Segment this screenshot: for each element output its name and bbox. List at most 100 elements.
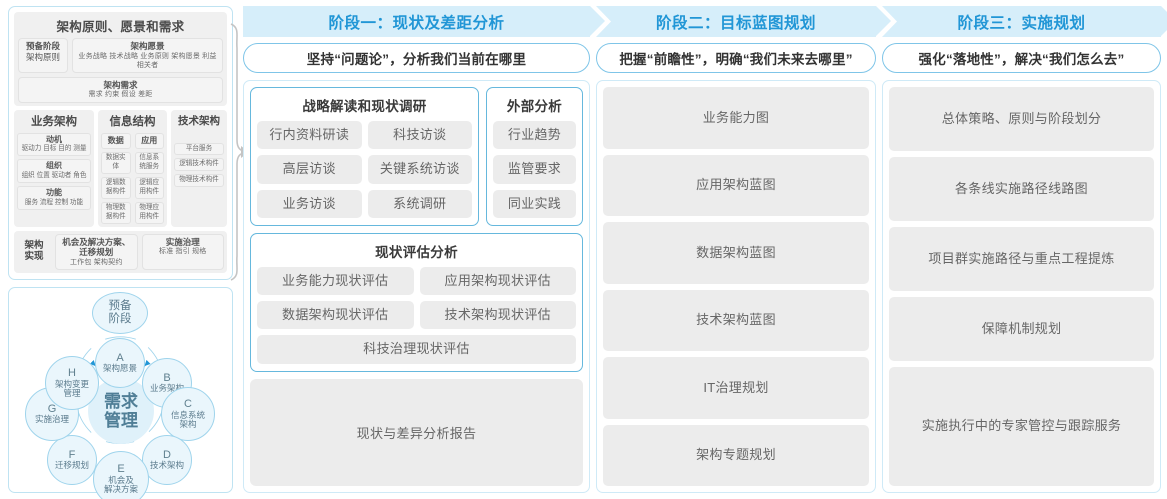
- list-item[interactable]: 科技访谈: [367, 121, 472, 150]
- organization-title: 组织: [46, 161, 62, 171]
- strategy-research-group: 战略解读和现状调研 行内资料研读 科技访谈 高层访谈 关键系统访谈 业务访谈 系…: [250, 87, 479, 226]
- implementation-governance-items: 标准 指引 规格: [159, 248, 207, 256]
- function-items: 服务 流程 控制 功能: [24, 198, 84, 206]
- adm-node-g-letter: G: [47, 403, 57, 416]
- adm-node-h-label1: 架构变更: [54, 378, 89, 389]
- phase-2-header: 阶段二：目标蓝图规划: [596, 6, 891, 37]
- motivation-items: 驱动力 目标 目的 测量: [21, 145, 87, 153]
- platform-service-chip: 平台服务: [174, 142, 224, 156]
- application-label: 应用: [141, 135, 158, 145]
- adm-node-d-letter: D: [163, 449, 171, 462]
- information-structure-title: 信息结构: [109, 115, 156, 128]
- strategy-research-title: 战略解读和现状调研: [302, 99, 427, 114]
- list-item[interactable]: 数据架构现状评估: [257, 301, 414, 330]
- implementation-label-line1: 架构: [24, 239, 44, 251]
- physical-application-component-chip: 物理应用构件: [134, 201, 164, 224]
- left-column: 架构原则、愿景和需求 预备阶段 架构原则 架构愿景 业务战略 技术战略 业务原则…: [8, 6, 233, 499]
- list-item[interactable]: 行业趋势: [493, 121, 576, 150]
- adm-node-g-label: 实施治理: [34, 414, 69, 425]
- logical-technology-component-chip: 逻辑技术构件: [174, 158, 224, 172]
- phases-container: 阶段一：现状及差距分析 坚持“问题论”，分析我们当前在哪里 战略解读和现状调研 …: [243, 6, 1167, 493]
- phase-3-items: 总体策略、原则与阶段划分 各条线实施路径线路图 项目群实施路径与重点工程提炼 保…: [889, 87, 1154, 486]
- adm-cycle-panel: 预备 阶段 需求 管理 A 架构愿景 B 业务架构 C 信息系统: [8, 287, 233, 499]
- adm-node-f-letter: F: [68, 449, 76, 462]
- adm-node-e-letter: E: [117, 463, 125, 476]
- list-item[interactable]: IT治理规划: [603, 357, 869, 419]
- list-item[interactable]: 关键系统访谈: [367, 155, 472, 184]
- physical-technology-component-chip: 物理技术构件: [174, 174, 224, 188]
- motivation-card: 动机 驱动力 目标 目的 测量: [17, 132, 91, 157]
- list-item[interactable]: 系统调研: [367, 189, 472, 218]
- opportunities-migration-title: 机会及解决方案、迁移规划: [62, 236, 131, 258]
- phase-2: 阶段二：目标蓝图规划 把握“前瞻性”，明确“我们未来去哪里” 业务能力图 应用架…: [596, 6, 891, 493]
- adm-node-f: F 迁移规划: [47, 435, 97, 486]
- phase-3-subtitle: 强化“落地性”，解决“我们怎么去”: [882, 43, 1161, 73]
- list-item[interactable]: 数据架构蓝图: [603, 222, 869, 284]
- architecture-requirements-title: 架构需求: [103, 79, 138, 90]
- logical-application-component-chip: 逻辑应用构件: [134, 177, 164, 199]
- adm-node-a-letter: A: [116, 352, 124, 365]
- adm-node-d: D 技术架构: [142, 435, 192, 486]
- implementation-label-line2: 实现: [24, 250, 44, 262]
- architecture-requirements-card: 架构需求 需求 约束 假设 差距: [18, 76, 223, 103]
- adm-node-f-label: 迁移规划: [54, 460, 89, 471]
- data-entity-chip: 数据实体: [101, 152, 131, 175]
- list-item[interactable]: 技术架构蓝图: [603, 289, 869, 351]
- list-item[interactable]: 高层访谈: [257, 155, 362, 184]
- adm-node-prep: 预备 阶段: [92, 292, 148, 335]
- phase-3-header: 阶段三：实施规划: [882, 6, 1167, 37]
- list-item[interactable]: 业务能力现状评估: [257, 266, 414, 295]
- data-label: 数据: [107, 135, 124, 145]
- phase-3-title: 阶段三：实施规划: [957, 14, 1086, 32]
- list-item[interactable]: 保障机制规划: [889, 297, 1154, 362]
- list-item[interactable]: 应用架构现状评估: [419, 266, 576, 295]
- external-analysis-items: 行业趋势 监管要求 同业实践: [493, 121, 576, 218]
- list-item[interactable]: 同业实践: [493, 189, 576, 218]
- phase-2-items: 业务能力图 应用架构蓝图 数据架构蓝图 技术架构蓝图 IT治理规划 架构专题规划: [603, 87, 869, 486]
- phase-1-title: 阶段一：现状及差距分析: [328, 14, 505, 32]
- adm-center-line1: 需求: [104, 391, 138, 411]
- list-item[interactable]: 业务能力图: [603, 87, 869, 149]
- technology-architecture-column: 技术架构 平台服务 逻辑技术构件 物理技术构件: [171, 109, 227, 227]
- architecture-vision-card: 架构愿景 业务战略 技术战略 业务原则 架构愿景 利益相关者: [72, 38, 223, 73]
- adm-node-b-letter: B: [163, 372, 171, 385]
- list-item[interactable]: 监管要求: [493, 155, 576, 184]
- adm-center-line2: 管理: [104, 411, 138, 431]
- togaf-panel-title: 架构原则、愿景和需求: [56, 20, 185, 34]
- list-item[interactable]: 行内资料研读: [257, 121, 362, 150]
- list-item[interactable]: 总体策略、原则与阶段划分: [889, 87, 1154, 152]
- opportunities-migration-items: 工作包 架构契约: [69, 258, 123, 266]
- business-architecture-title: 业务架构: [31, 115, 77, 128]
- information-system-service-chip: 信息系统服务: [134, 152, 164, 175]
- list-item[interactable]: 业务访谈: [257, 189, 362, 218]
- phase-3-body: 总体策略、原则与阶段划分 各条线实施路径线路图 项目群实施路径与重点工程提炼 保…: [882, 80, 1161, 493]
- implementation-governance-card: 实施治理 标准 指引 规格: [141, 233, 224, 271]
- adm-node-e-label2: 解决方案: [103, 484, 138, 495]
- data-subcolumn: 数据 数据实体 逻辑数据构件 物理数据构件: [101, 132, 131, 224]
- adm-node-h: H 架构变更 管理: [45, 356, 99, 411]
- list-item[interactable]: 技术架构现状评估: [419, 301, 576, 330]
- implementation-governance-title: 实施治理: [165, 236, 200, 247]
- adm-node-e-label1: 机会及: [108, 474, 134, 485]
- adm-node-c-letter: C: [184, 398, 192, 411]
- current-state-assessment-group: 现状评估分析 业务能力现状评估 应用架构现状评估 数据架构现状评估 技术架构现状…: [250, 232, 583, 372]
- list-item[interactable]: 架构专题规划: [603, 424, 869, 486]
- architecture-vision-title: 架构愿景: [130, 41, 165, 51]
- external-analysis-group: 外部分析 行业趋势 监管要求 同业实践: [486, 87, 583, 226]
- architecture-domains-row: 业务架构 动机 驱动力 目标 目的 测量 组织 组织 位置 驱动者 角色 功能 …: [14, 109, 227, 227]
- architecture-principles-block: 架构原则、愿景和需求 预备阶段 架构原则 架构愿景 业务战略 技术战略 业务原则…: [14, 12, 227, 106]
- list-item[interactable]: 应用架构蓝图: [603, 154, 869, 216]
- list-item[interactable]: 各条线实施路径线路图: [889, 157, 1154, 222]
- phase-1-report[interactable]: 现状与差异分析报告: [250, 378, 583, 486]
- data-subcolumn-head: 数据: [101, 132, 131, 150]
- function-title: 功能: [46, 187, 62, 197]
- togaf-framework-panel: 架构原则、愿景和需求 预备阶段 架构原则 架构愿景 业务战略 技术战略 业务原则…: [8, 6, 233, 281]
- list-item[interactable]: 科技治理现状评估: [257, 335, 576, 364]
- phase-2-title: 阶段二：目标蓝图规划: [655, 14, 816, 32]
- list-item[interactable]: 实施执行中的专家管控与跟踪服务: [889, 367, 1154, 486]
- list-item[interactable]: 项目群实施路径与重点工程提炼: [889, 227, 1154, 292]
- prep-phase-label: 预备阶段: [25, 41, 60, 51]
- adm-node-e: E 机会及 解决方案: [93, 451, 149, 499]
- implementation-label: 架构 实现: [17, 234, 51, 270]
- adm-node-h-letter: H: [68, 367, 76, 380]
